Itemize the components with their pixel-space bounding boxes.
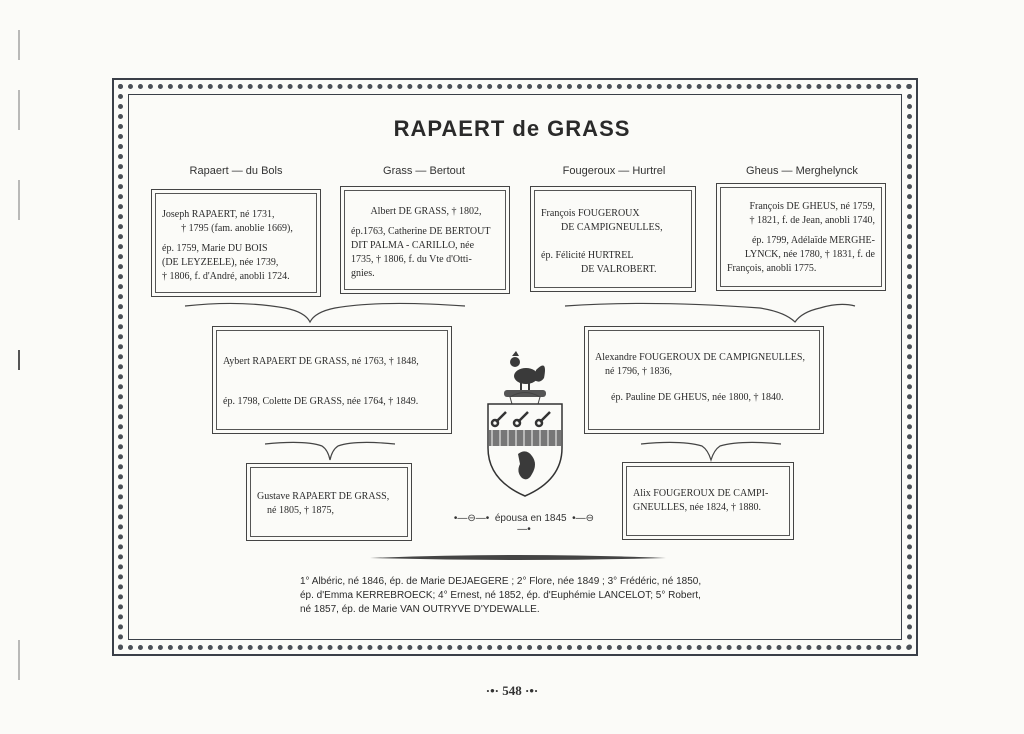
- box-line: LYNCK, née 1780, † 1831, f. de: [744, 249, 875, 260]
- box-line: Aybert RAPAERT DE GRASS, né 1763, † 1848…: [223, 356, 419, 367]
- column-heading-2: Grass — Bertout: [383, 165, 465, 177]
- box-line: (DE LEYZEELE), née 1739,: [162, 257, 279, 268]
- box-line: Alix FOUGEROUX DE CAMPI-: [633, 488, 769, 499]
- box-line: DIT PALMA - CARILLO, née: [351, 240, 475, 251]
- box-line: 1735, † 1806, f. du Vte d'Otti-: [351, 254, 472, 265]
- connector-left-bottom: [264, 441, 396, 461]
- genealogy-box-rapaert-dubois: Joseph RAPAERT, né 1731, † 1795 (fam. an…: [151, 189, 321, 297]
- heraldic-shield-rooster-icon: [487, 351, 563, 497]
- genealogy-box-fougeroux-hurtrel: François FOUGEROUX DE CAMPIGNEULLES, ép.…: [530, 186, 696, 292]
- box-line: né 1796, † 1836,: [605, 366, 672, 377]
- genealogy-box-gustave-rapaert: Gustave RAPAERT DE GRASS, né 1805, † 187…: [246, 463, 412, 541]
- box-line: François FOUGEROUX: [541, 208, 640, 219]
- box-line: † 1806, f. d'André, anobli 1724.: [162, 271, 290, 282]
- box-line: GNEULLES, née 1824, † 1880.: [633, 502, 762, 513]
- column-heading-4: Gheus — Merghelynck: [746, 165, 858, 177]
- genealogy-box-aybert-rapaert: Aybert RAPAERT DE GRASS, né 1763, † 1848…: [212, 326, 452, 434]
- ornamental-frame: [112, 78, 918, 656]
- marriage-note-text: épousa en 1845: [494, 513, 567, 524]
- genealogy-box-alexandre-fougeroux: Alexandre FOUGEROUX DE CAMPIGNEULLES, né…: [584, 326, 824, 434]
- box-line: ép. Félicité HURTREL: [541, 250, 634, 261]
- box-line: † 1821, f. de Jean, anobli 1740,: [749, 215, 875, 226]
- box-line: ép. Pauline DE GHEUS, née 1800, † 1840.: [611, 392, 784, 403]
- connector-right-top: [564, 302, 856, 323]
- ornament-right-icon: •—⊖—•: [517, 513, 595, 535]
- page-title: RAPAERT de GRASS: [393, 116, 631, 141]
- box-line: né 1805, † 1875,: [267, 505, 334, 516]
- box-line: Joseph RAPAERT, né 1731,: [162, 209, 275, 220]
- box-line: ép. 1799, Adélaïde MERGHE-: [751, 235, 875, 246]
- box-line: Albert DE GRASS, † 1802,: [370, 206, 482, 217]
- page-number: ·•· 548 ·•·: [0, 683, 1024, 699]
- children-line: ép. d'Emma KERREBROECK; 4° Ernest, né 18…: [300, 590, 701, 601]
- children-paragraph: 1° Albéric, né 1846, ép. de Marie DEJAEG…: [300, 575, 760, 617]
- box-line: Gustave RAPAERT DE GRASS,: [257, 491, 390, 502]
- genealogy-box-alix-fougeroux: Alix FOUGEROUX DE CAMPI- GNEULLES, née 1…: [622, 462, 794, 540]
- connector-left-top: [184, 302, 466, 324]
- box-line: François DE GHEUS, né 1759,: [749, 201, 875, 212]
- box-line: ép. 1759, Marie DU BOIS: [162, 243, 268, 254]
- box-line: DE VALROBERT.: [581, 264, 657, 275]
- box-line: † 1795 (fam. anoblie 1669),: [181, 223, 293, 234]
- genealogy-box-grass-bertout: Albert DE GRASS, † 1802, ép.1763, Cather…: [340, 186, 510, 294]
- box-line: gnies.: [351, 268, 375, 279]
- box-line: DE CAMPIGNEULLES,: [561, 222, 663, 233]
- scan-margin-marks: [18, 30, 20, 680]
- ornament-icon: ·•·: [485, 683, 499, 698]
- column-heading-1: Rapaert — du Bols: [189, 165, 283, 177]
- box-line: ép. 1798, Colette DE GRASS, née 1764, † …: [223, 396, 419, 407]
- connector-right-bottom: [640, 441, 782, 463]
- marriage-note: •—⊖—• épousa en 1845 •—⊖—•: [452, 513, 596, 535]
- ornament-icon: ·•·: [525, 683, 539, 698]
- box-line: ép.1763, Catherine DE BERTOUT: [351, 226, 491, 237]
- column-heading-3: Fougeroux — Hurtrel: [562, 165, 666, 177]
- separator-rule: [370, 555, 666, 560]
- genealogy-box-gheus-merghelynck: François DE GHEUS, né 1759, † 1821, f. d…: [716, 183, 886, 291]
- box-line: Alexandre FOUGEROUX DE CAMPIGNEULLES,: [595, 352, 805, 363]
- ornament-left-icon: •—⊖—•: [453, 513, 490, 524]
- children-line: 1° Albéric, né 1846, ép. de Marie DEJAEG…: [300, 576, 702, 587]
- page-number-text: 548: [502, 683, 522, 698]
- box-line: François, anobli 1775.: [727, 263, 817, 274]
- children-line: né 1857, ép. de Marie VAN OUTRYVE D'YDEW…: [300, 604, 540, 615]
